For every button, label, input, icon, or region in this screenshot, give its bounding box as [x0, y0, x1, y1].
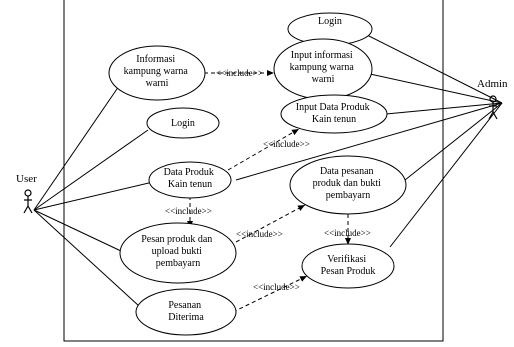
use-case-input-informasi[interactable]: Input informasi kampung warna warni: [273, 38, 373, 100]
use-case-label: Login: [318, 16, 342, 27]
use-case-input-data-produk[interactable]: Input Data Produk Kain tenun: [280, 94, 388, 134]
include-labels: <<include>> <<include>> <<include>> <<in…: [165, 68, 371, 292]
include-label: <<include>>: [216, 68, 263, 78]
assoc-admin-data-produk: [235, 102, 503, 181]
actor-user[interactable]: User: [16, 173, 37, 214]
stick-figure-icon: [488, 95, 498, 120]
assoc-user-informasi: [33, 85, 120, 211]
use-case-login-admin[interactable]: Login: [287, 12, 373, 46]
use-case-data-pesanan[interactable]: Data pesanan produk dan bukti pembayarn: [289, 155, 407, 215]
include-data-produk-input: [227, 128, 300, 171]
assoc-user-pesanan-diterima: [33, 209, 140, 307]
use-case-pesanan-diterima[interactable]: Pesanan Diterima: [135, 288, 237, 336]
use-case-data-produk[interactable]: Data Produk Kain tenun: [148, 161, 232, 199]
use-case-label: Data Produk Kain tenun: [164, 167, 217, 190]
use-case-label: Verifikasi Pesan Produk: [321, 254, 376, 277]
actor-admin[interactable]: Admin: [477, 78, 508, 120]
include-dependencies: [187, 70, 351, 313]
use-case-pesan-produk[interactable]: Pesan produk dan upload bukti pembayarn: [119, 222, 237, 284]
actor-label: Admin: [477, 78, 508, 90]
use-case-informasi-kampung[interactable]: Informasi kampung warna warni: [108, 45, 206, 101]
use-case-verifikasi[interactable]: Verifikasi Pesan Produk: [301, 243, 395, 289]
use-case-label: Input informasi kampung warna warni: [290, 50, 357, 85]
include-label: <<include>>: [324, 228, 371, 238]
admin-associations: [235, 30, 503, 248]
use-case-label: Pesan produk dan upload bukti pembayarn: [141, 234, 215, 269]
actor-label: User: [16, 173, 37, 185]
include-pesan-data-pesanan: [235, 204, 306, 243]
use-case-label: Input Data Produk Kain tenun: [296, 102, 372, 125]
assoc-admin-data-pesanan: [404, 102, 503, 181]
assoc-admin-input-informasi: [369, 73, 503, 104]
assoc-admin-input-data-produk: [385, 102, 503, 115]
user-associations: [33, 85, 154, 307]
assoc-admin-login: [358, 30, 503, 104]
use-case-login-user[interactable]: Login: [146, 107, 220, 139]
include-label: <<include>>: [236, 229, 283, 239]
assoc-admin-verifikasi: [389, 102, 503, 248]
use-case-label: Data pesanan produk dan bukti pembayarn: [313, 166, 384, 201]
use-case-label: Informasi kampung warna warni: [124, 54, 191, 89]
assoc-user-login: [33, 129, 149, 211]
stick-figure-icon: [23, 189, 33, 214]
system-boundary: [63, 0, 444, 342]
include-label: <<include>>: [165, 206, 212, 216]
include-label: <<include>>: [263, 139, 310, 149]
use-case-label: Pesanan Diterima: [168, 300, 204, 323]
assoc-user-pesan-produk: [33, 209, 122, 252]
use-case-label: Login: [171, 118, 195, 129]
assoc-user-data-produk: [33, 181, 154, 211]
include-label: <<include>>: [253, 282, 300, 292]
